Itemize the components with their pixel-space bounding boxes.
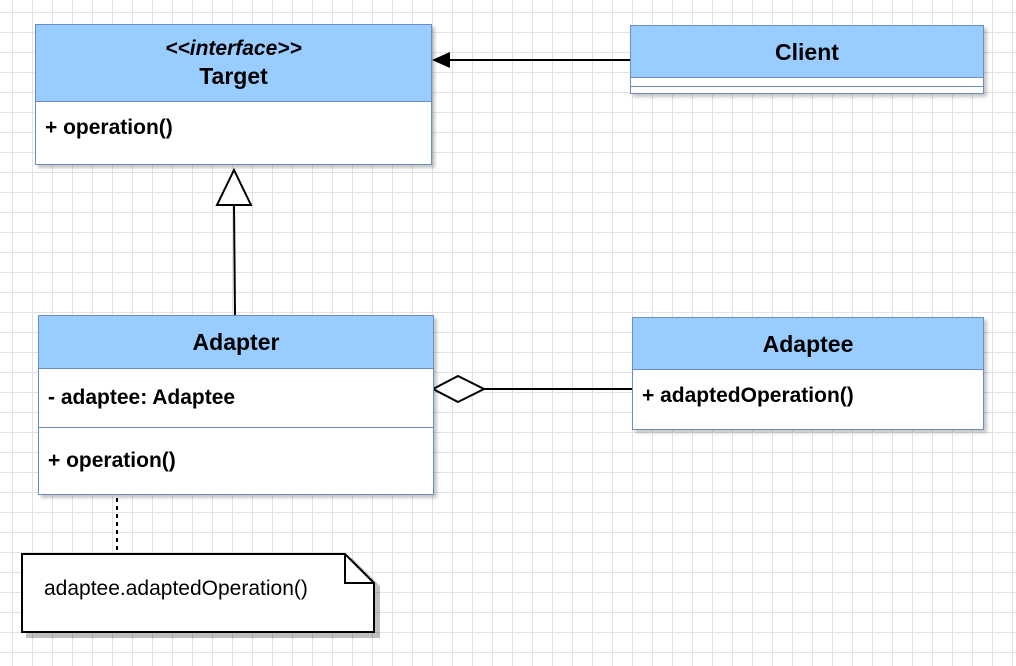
adapter-name: Adapter (192, 329, 280, 355)
client-header: Client (631, 26, 983, 78)
client-box[interactable]: Client (630, 25, 984, 94)
target-operation: + operation() (45, 116, 173, 139)
adaptee-header: Adaptee (633, 318, 983, 370)
adapter-attribute: - adaptee: Adaptee (48, 386, 236, 409)
client-name: Client (775, 38, 839, 65)
client-target-association (432, 52, 630, 68)
adapter-header: Adapter (39, 316, 433, 369)
association-arrowhead (432, 52, 450, 68)
target-name: Target (199, 63, 268, 89)
target-stereotype: <<interface>> (165, 37, 302, 60)
adaptee-operation: + adaptedOperation() (642, 384, 854, 407)
target-header: <<interface>> Target (36, 25, 431, 102)
note-fold (344, 554, 374, 584)
realization-triangle (215, 167, 253, 206)
adaptee-name: Adaptee (762, 330, 854, 357)
note-text: adaptee.adaptedOperation() (44, 577, 308, 600)
adapter-box[interactable]: Adapter - adaptee: Adaptee + operation() (38, 315, 434, 495)
adapter-operation: + operation() (39, 427, 433, 493)
adapter-target-realization (215, 167, 253, 316)
adaptee-box[interactable]: Adaptee + adaptedOperation() (632, 317, 984, 430)
client-operations-compartment (631, 86, 983, 92)
target-interface-box[interactable]: <<interface>> Target + operation() (35, 24, 432, 165)
aggregation-diamond (430, 374, 487, 404)
note[interactable]: adaptee.adaptedOperation() (21, 553, 380, 638)
client-attributes-compartment (631, 78, 983, 86)
adapter-adaptee-aggregation (430, 374, 632, 404)
note-shape (21, 553, 380, 638)
